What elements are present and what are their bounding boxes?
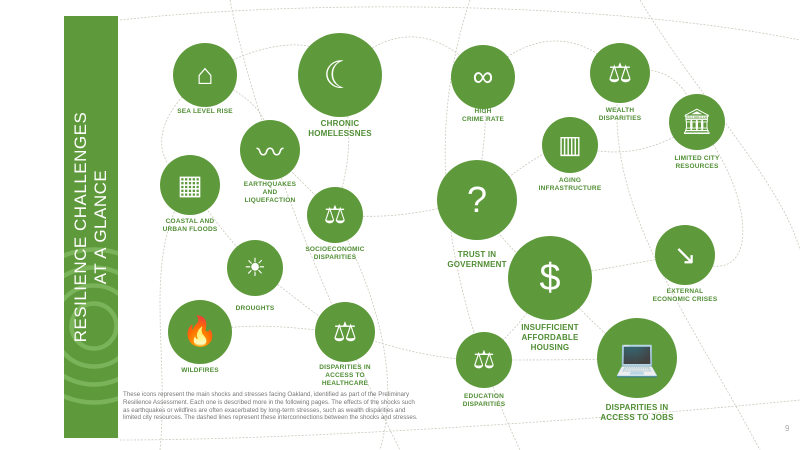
scale-money-icon: ⚖ xyxy=(607,57,633,88)
house-dollar-icon: $ xyxy=(539,256,561,299)
title-banner xyxy=(64,16,118,438)
swirl-decoration xyxy=(64,247,118,405)
handcuffs-icon: ∞ xyxy=(472,60,494,93)
scale-medical-icon: ⚖ xyxy=(332,316,358,347)
page-title: RESILIENCE CHALLENGES AT A GLANCE xyxy=(71,112,111,343)
seismograph-icon: 〰 xyxy=(256,137,284,168)
title-line-1: RESILIENCE CHALLENGES xyxy=(71,111,90,343)
buildings-clock-icon: ▥ xyxy=(558,131,582,159)
city-hall-dollar-icon: 🏛 xyxy=(681,107,713,136)
node-socioeconomic-disparities: ⚖ xyxy=(307,187,363,243)
sun-dead-tree-icon: ☀ xyxy=(243,254,267,282)
scale-books-icon: ⚖ xyxy=(472,346,496,374)
node-label: SEA LEVEL RISE xyxy=(177,108,233,115)
node-droughts: ☀ xyxy=(227,240,283,296)
node-earthquakes: 〰 xyxy=(240,120,300,180)
node-chronic-homelessness: ☾ xyxy=(298,33,382,117)
person-computer-icon: 💻 xyxy=(614,337,660,378)
node-wildfires: 🔥 xyxy=(168,300,232,364)
node-high-crime-rate: ∞ xyxy=(451,45,515,109)
node-aging-infrastructure: ▥ xyxy=(542,117,598,173)
node-limited-city-resources: 🏛 xyxy=(669,94,725,150)
capitol-question-icon: ? xyxy=(466,179,488,220)
sleeping-person-icon: ☾ xyxy=(323,54,357,97)
node-wealth-disparities: ⚖ xyxy=(590,43,650,103)
node-trust-in-government: ? xyxy=(437,160,517,240)
explanatory-note: These icons represent the main shocks an… xyxy=(123,391,418,422)
title-line-2: AT A GLANCE xyxy=(91,169,110,285)
page-number: 9 xyxy=(785,424,790,433)
node-label: DROUGHTS xyxy=(235,305,275,312)
falling-chart-icon: ↘ xyxy=(673,239,697,270)
node-label: WILDFIRES xyxy=(181,367,219,374)
node-external-economic-crises: ↘ xyxy=(655,225,715,285)
flooded-building-icon: ▦ xyxy=(177,169,203,200)
node-sea-level-rise: ⌂ xyxy=(173,43,237,107)
node-jobs-disparities: 💻 xyxy=(597,318,677,398)
flame-icon: 🔥 xyxy=(182,316,218,348)
node-healthcare-disparities: ⚖ xyxy=(315,302,375,362)
scale-icon: ⚖ xyxy=(323,201,347,229)
node-insufficient-housing: $ xyxy=(508,236,592,320)
flooded-house-icon: ⌂ xyxy=(196,58,214,91)
node-coastal-floods: ▦ xyxy=(160,155,220,215)
node-education-disparities: ⚖ xyxy=(456,332,512,388)
